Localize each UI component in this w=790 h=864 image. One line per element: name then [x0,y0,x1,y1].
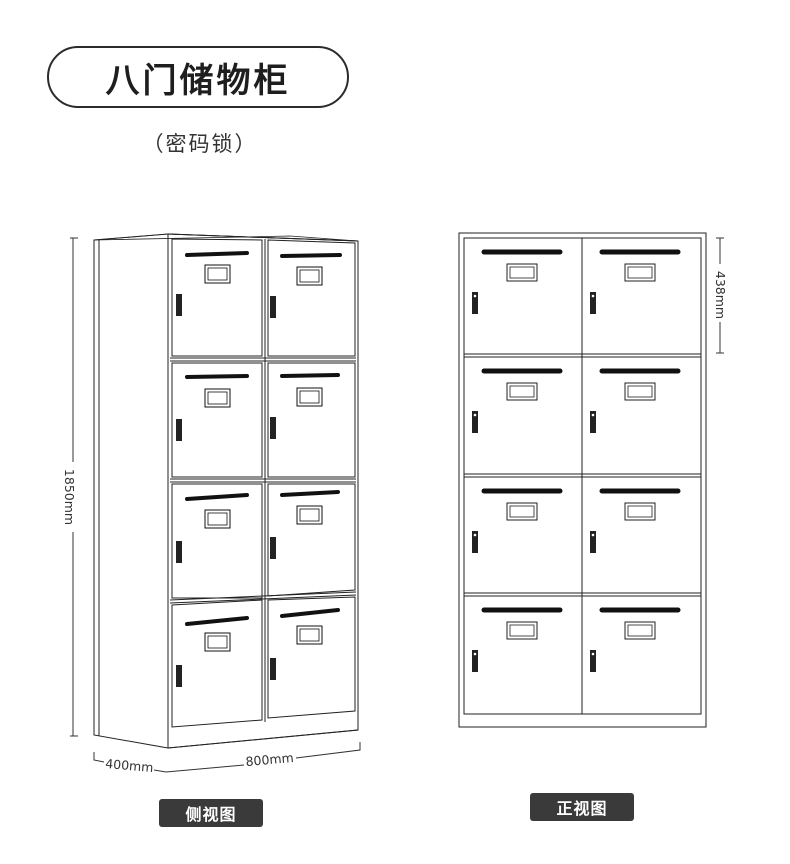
label-holder-inner [627,505,653,518]
door-panel [171,362,263,478]
label-holder-inner [299,269,320,283]
combination-lock-icon [590,650,596,672]
handle-slot [185,251,249,257]
label-holder [296,266,323,286]
handle-slot [280,608,340,618]
lock-knob [591,413,595,417]
label-holder-inner [509,624,535,637]
combination-lock-icon [176,419,182,441]
combination-lock-icon [176,541,182,563]
handle-slot [185,374,249,379]
label-holder [506,621,538,640]
label-holder [506,382,538,401]
title-badge: 八门储物柜 [47,46,349,108]
label-holder [204,264,231,284]
label-holder-inner [299,390,320,404]
combination-lock-icon [590,292,596,314]
door-panel [171,483,263,599]
width-dimension-label: 800mm [245,750,294,769]
combination-lock-icon [472,411,478,433]
label-holder [506,263,538,282]
handle-slot [185,616,249,626]
lock-knob [591,652,595,656]
depth-dimension-label: 400mm [105,756,154,775]
label-holder-inner [299,508,320,522]
label-holder-inner [299,628,320,642]
door-panel [171,238,263,357]
page-title: 八门储物柜 [105,60,291,101]
door-panel [267,483,356,597]
front-outer-frame [458,232,707,728]
label-holder-inner [207,267,228,281]
depth-width-dimension [93,742,361,773]
label-holder [624,621,656,640]
row-divider [169,594,357,604]
height-dimension [70,237,78,737]
label-holder [296,387,323,407]
side-view [93,233,359,749]
front-view [458,232,707,728]
label-holder-inner [207,512,228,526]
page-subtitle: （密码锁） [142,132,258,156]
handle-slot [280,373,340,378]
lock-knob [473,652,477,656]
label-holder [506,502,538,521]
door-height-dimension-label: 438mm [713,271,728,319]
handle-slot [185,493,249,501]
label-holder [624,382,656,401]
label-holder [204,632,231,652]
combination-lock-icon [176,294,182,316]
combination-lock-icon [270,417,276,439]
row-divider [169,591,357,601]
height-dimension-label: 1850mm [62,469,77,525]
label-holder [624,502,656,521]
combination-lock-icon [472,292,478,314]
combination-lock-icon [270,658,276,680]
combination-lock-icon [176,665,182,687]
label-holder-inner [627,266,653,279]
label-holder-inner [509,385,535,398]
label-holder-inner [509,266,535,279]
label-holder [204,509,231,529]
door-panel [267,596,356,719]
combination-lock-icon [472,650,478,672]
label-holder [624,263,656,282]
front-doors [472,249,681,672]
door-panel [267,362,356,478]
combination-lock-icon [270,296,276,318]
lock-knob [473,294,477,298]
combination-lock-icon [270,537,276,559]
combination-lock-icon [590,531,596,553]
side-view-label: 侧视图 [159,799,263,827]
lock-knob [591,533,595,537]
label-holder [296,505,323,525]
lock-knob [473,413,477,417]
combination-lock-icon [590,411,596,433]
front-view-label: 正视图 [530,793,634,821]
base-plinth [167,722,359,749]
lock-knob [591,294,595,298]
lock-knob [473,533,477,537]
label-holder-inner [207,635,228,649]
label-holder-inner [207,391,228,405]
handle-slot [280,253,342,258]
side-panel [93,233,169,749]
side-view-doors [176,251,342,687]
label-holder-inner [627,385,653,398]
label-holder-inner [627,624,653,637]
combination-lock-icon [472,531,478,553]
door-panel [267,239,356,357]
label-holder-inner [509,505,535,518]
handle-slot [280,490,340,497]
label-holder [296,625,323,645]
door-panel [171,599,263,728]
label-holder [204,388,231,408]
door-height-dimension [716,237,724,354]
